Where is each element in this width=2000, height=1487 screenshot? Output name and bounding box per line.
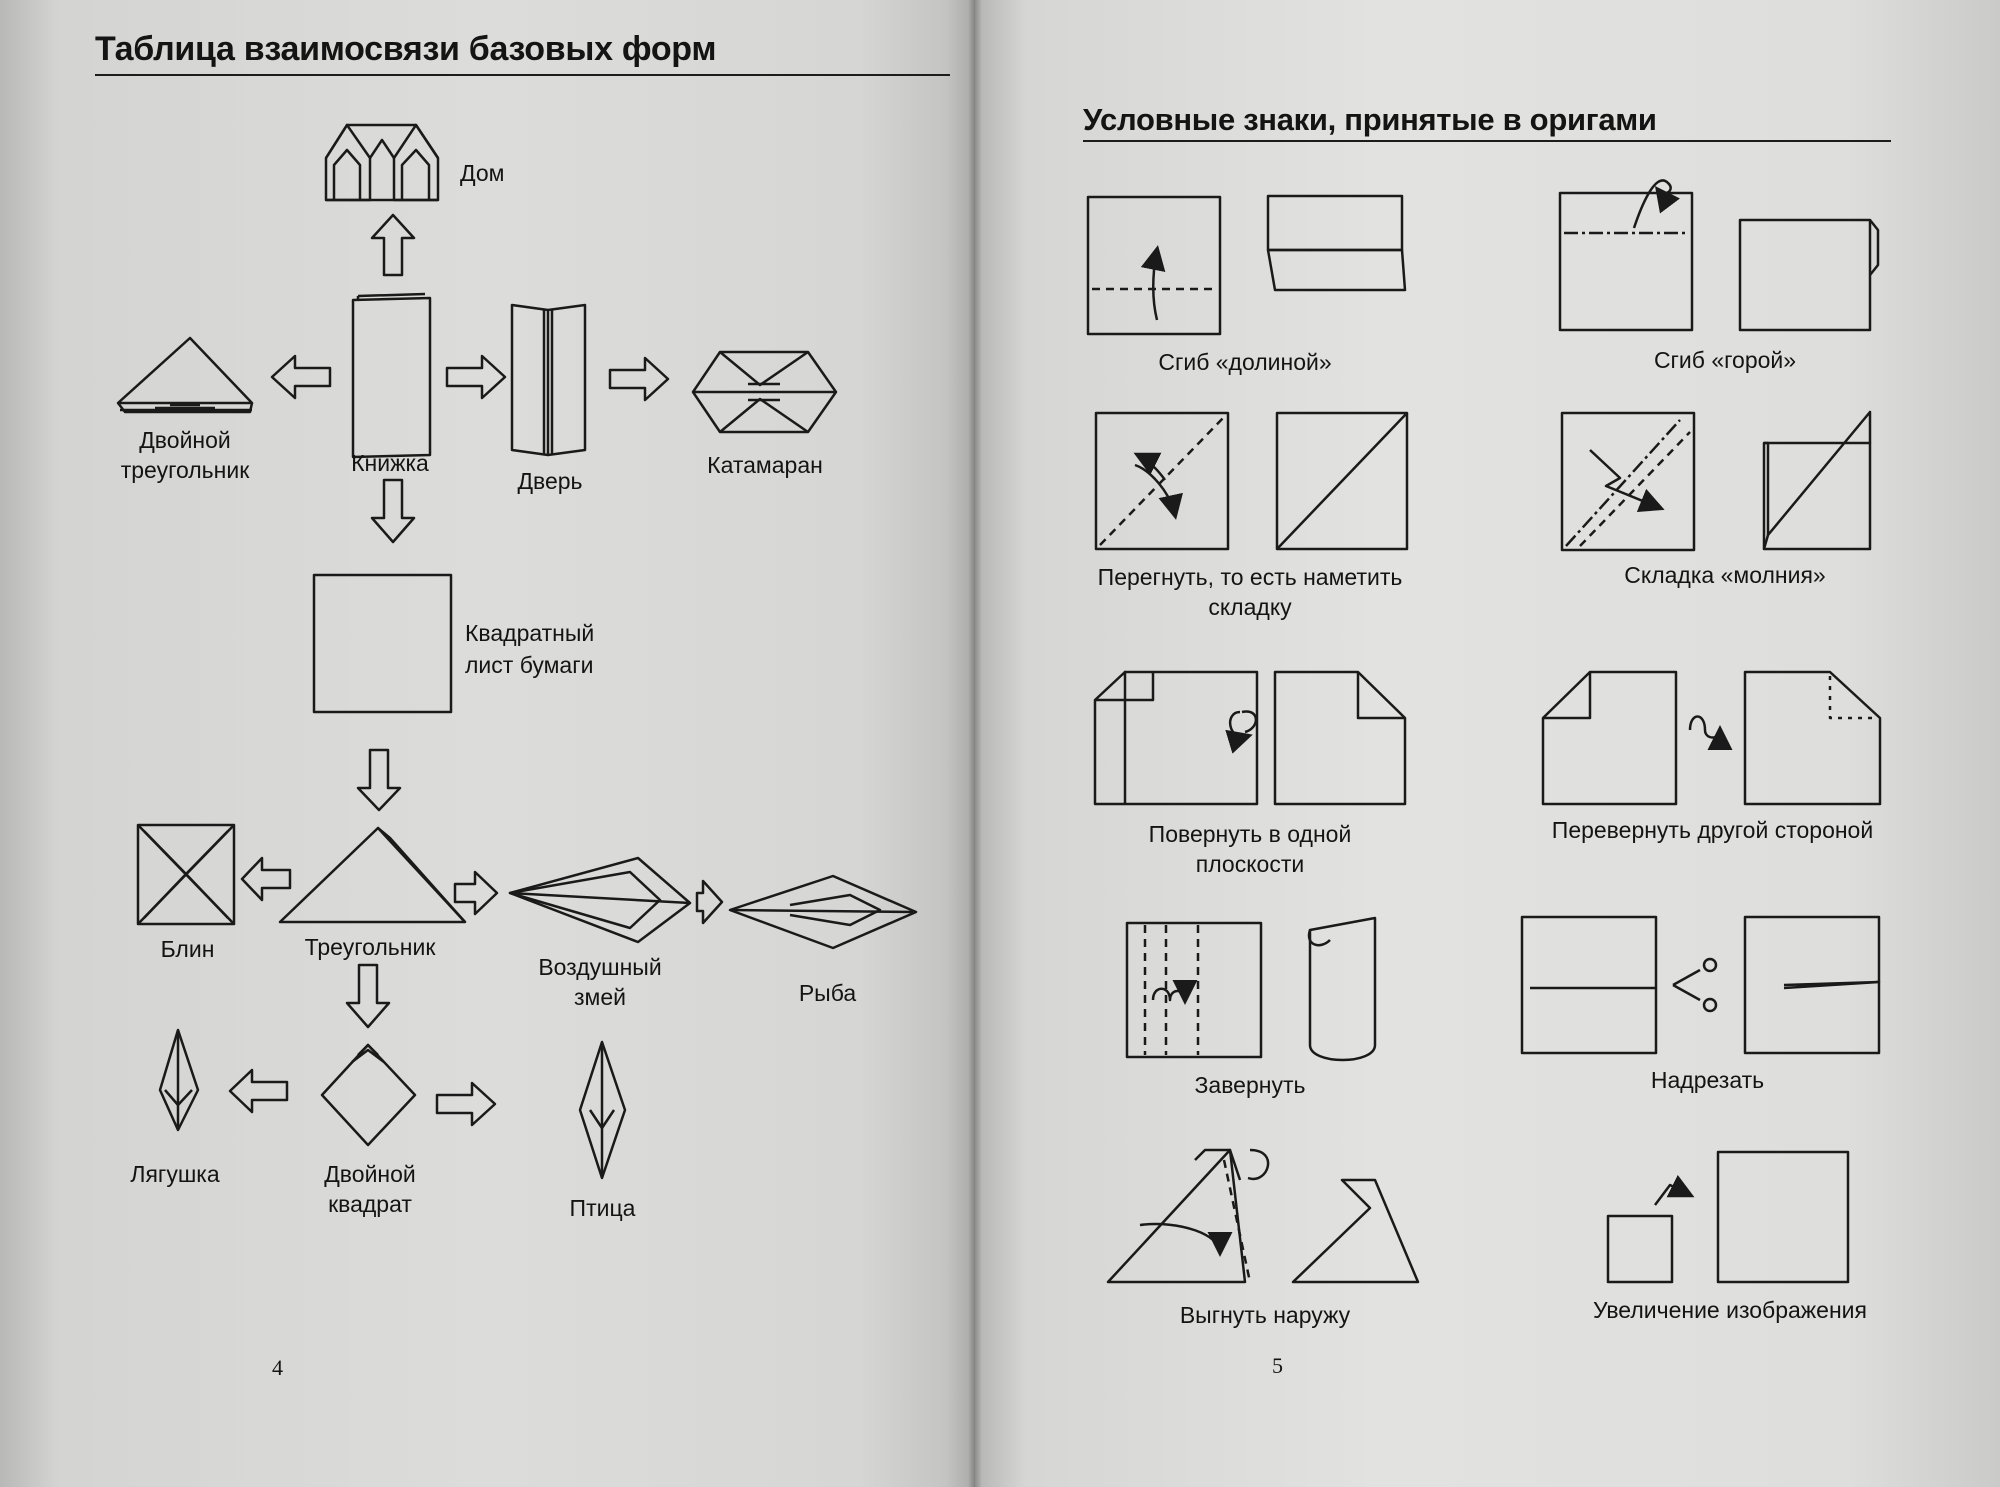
fish-icon (728, 874, 918, 950)
arrow-down-icon (370, 478, 416, 544)
enlarge-icon (1606, 1150, 1850, 1284)
catamaran-icon (691, 350, 838, 434)
lightning-fold-result-icon (1762, 410, 1872, 551)
house-icon (324, 123, 440, 202)
page-title-right: Условные знаки, принятые в оригами (1083, 102, 1657, 137)
arrow-left-icon (228, 1068, 289, 1114)
label-double-triangle-1: Двойной (139, 427, 231, 453)
rotate-result-icon (1273, 670, 1407, 806)
roll-result-icon (1307, 916, 1377, 1062)
label-bird: Птица (569, 1195, 636, 1221)
label-pancake: Блин (160, 936, 215, 962)
label-kite-1: Воздушный (538, 954, 662, 980)
arrow-up-icon (370, 213, 416, 277)
label-triangle: Треугольник (304, 934, 436, 960)
turn-over-icon (1541, 670, 1733, 806)
crease-result-icon (1275, 411, 1409, 551)
arrow-left-icon (240, 856, 292, 902)
lightning-fold-icon (1560, 411, 1696, 552)
title-underline-left (95, 74, 950, 76)
double-square-icon (320, 1043, 417, 1147)
rotate-icon (1093, 670, 1259, 806)
book-gutter (968, 0, 982, 1487)
label-catamaran: Катамаран (707, 452, 823, 478)
label-double-square-1: Двойной (324, 1161, 416, 1187)
left-page (0, 0, 975, 1487)
cut-icon (1520, 915, 1718, 1055)
label-cut: Надрезать (1650, 1067, 1765, 1093)
triangle-icon (278, 826, 467, 924)
mountain-fold-icon (1558, 179, 1694, 332)
label-mountain-fold: Сгиб «горой» (1653, 347, 1797, 373)
roll-icon (1125, 921, 1263, 1059)
title-underline-right (1083, 140, 1891, 142)
label-rotate-2: плоскости (1195, 851, 1305, 877)
kite-icon (508, 856, 692, 944)
crease-icon (1094, 411, 1230, 551)
double-triangle-icon (116, 336, 254, 414)
label-turn-over: Перевернуть другой стороной (1551, 817, 1874, 843)
label-double-square-2: квадрат (328, 1191, 412, 1217)
square-sheet-icon (312, 573, 453, 714)
arrow-right-icon (445, 354, 507, 400)
label-roll: Завернуть (1194, 1072, 1306, 1098)
label-kite-2: змей (574, 984, 626, 1010)
label-lightning-fold: Складка «молния» (1624, 562, 1826, 588)
turn-over-result-icon (1743, 670, 1882, 806)
label-door: Дверь (517, 468, 583, 494)
page-number-left: 4 (272, 1355, 283, 1380)
page-title-left: Таблица взаимосвязи базовых форм (95, 30, 717, 68)
valley-fold-icon (1086, 195, 1222, 336)
label-book: Книжка (351, 450, 429, 476)
arrow-right-icon (608, 356, 670, 402)
arrow-left-icon (270, 354, 332, 400)
label-square-sheet-2: лист бумаги (465, 652, 594, 678)
book-icon (351, 292, 432, 459)
arrow-down-icon (356, 748, 402, 812)
pancake-icon (136, 823, 236, 926)
valley-fold-result-icon (1266, 194, 1407, 292)
label-valley-fold: Сгиб «долиной» (1158, 349, 1332, 375)
label-double-triangle-2: треугольник (120, 457, 250, 483)
label-outside-reverse: Выгнуть наружу (1179, 1302, 1351, 1328)
label-house: Дом (460, 160, 505, 186)
arrow-right-icon (435, 1081, 497, 1127)
bird-icon (578, 1040, 627, 1180)
door-icon (510, 303, 587, 457)
arrow-right-icon (453, 870, 499, 916)
outside-reverse-result-icon (1291, 1178, 1420, 1284)
label-crease-1: Перегнуть, то есть наметить (1097, 564, 1403, 590)
mountain-fold-result-icon (1738, 218, 1880, 332)
frog-icon (158, 1028, 200, 1132)
page-number-right: 5 (1272, 1353, 1283, 1378)
label-enlarge: Увеличение изображения (1593, 1297, 1867, 1323)
label-fish: Рыба (798, 980, 857, 1006)
label-frog: Лягушка (130, 1161, 220, 1187)
cut-result-icon (1743, 915, 1881, 1055)
arrow-right-icon (695, 879, 724, 925)
outside-reverse-icon (1106, 1148, 1270, 1284)
label-square-sheet-1: Квадратный (465, 620, 595, 646)
label-rotate-1: Повернуть в одной (1148, 821, 1352, 847)
label-crease-2: складку (1208, 594, 1292, 620)
arrow-down-icon (345, 963, 391, 1029)
